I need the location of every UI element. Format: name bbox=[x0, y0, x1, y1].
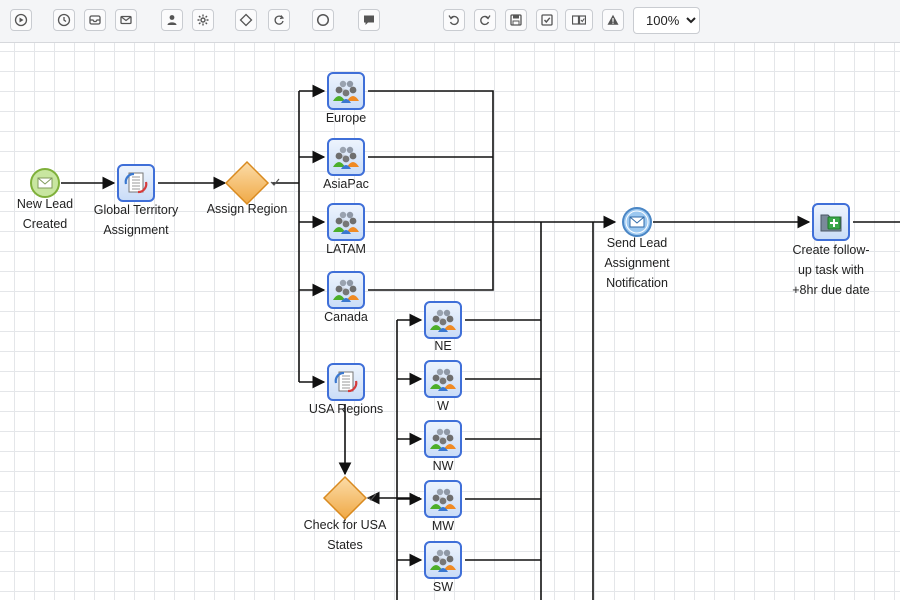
user-task-tool[interactable] bbox=[161, 9, 183, 31]
node-label: AsiaPac bbox=[323, 177, 369, 191]
toolbar bbox=[0, 0, 900, 43]
node-check-usa[interactable] bbox=[322, 475, 368, 521]
node-canada[interactable] bbox=[327, 271, 365, 309]
node-label: LATAM bbox=[326, 242, 366, 256]
envelope-icon bbox=[629, 216, 645, 228]
gateway-diamond-icon bbox=[322, 475, 368, 521]
save-button[interactable] bbox=[505, 9, 527, 31]
node-ne[interactable] bbox=[424, 301, 462, 339]
script-doc-icon bbox=[124, 172, 148, 194]
people-group-icon bbox=[333, 211, 359, 234]
gateway-tool[interactable] bbox=[235, 9, 257, 31]
connections bbox=[61, 84, 900, 600]
node-followup[interactable] bbox=[812, 203, 850, 241]
node-usa-regions[interactable] bbox=[327, 363, 365, 401]
node-label: +8hr due date bbox=[792, 283, 870, 297]
node-latam[interactable] bbox=[327, 203, 365, 241]
circle-icon bbox=[316, 13, 330, 27]
people-group-icon bbox=[430, 428, 456, 451]
node-assign-region[interactable] bbox=[224, 160, 270, 206]
script-doc-icon bbox=[334, 371, 358, 393]
people-group-icon bbox=[430, 549, 456, 572]
start-event-tool[interactable] bbox=[10, 9, 32, 31]
warnings-button[interactable] bbox=[602, 9, 624, 31]
save-icon bbox=[510, 14, 522, 26]
undo-icon bbox=[448, 15, 459, 26]
gear-icon bbox=[197, 14, 209, 26]
node-label: NW bbox=[433, 459, 454, 473]
clock-icon bbox=[57, 13, 71, 27]
inbox-event-tool[interactable] bbox=[84, 9, 106, 31]
node-label: W bbox=[437, 399, 449, 413]
envelope-icon bbox=[37, 177, 53, 189]
node-label: MW bbox=[432, 519, 454, 533]
node-label: USA Regions bbox=[309, 402, 383, 416]
envelope-icon bbox=[120, 15, 132, 25]
node-label: New Lead bbox=[17, 197, 73, 211]
node-label: States bbox=[327, 538, 362, 552]
check-square-icon bbox=[541, 14, 553, 26]
node-label: Assignment bbox=[103, 223, 169, 237]
people-group-icon bbox=[430, 368, 456, 391]
undo-button[interactable] bbox=[443, 9, 465, 31]
node-sw[interactable] bbox=[424, 541, 462, 579]
node-label: Assignment bbox=[604, 256, 670, 270]
people-group-icon bbox=[430, 488, 456, 511]
inbox-icon bbox=[89, 15, 101, 25]
node-label: Assign Region bbox=[207, 202, 288, 216]
node-label: NE bbox=[434, 339, 451, 353]
node-w[interactable] bbox=[424, 360, 462, 398]
people-group-icon bbox=[333, 146, 359, 169]
edge-europe-canada-merge[interactable] bbox=[368, 90, 494, 291]
node-nw[interactable] bbox=[424, 420, 462, 458]
node-label: Notification bbox=[606, 276, 668, 290]
message-event-tool[interactable] bbox=[115, 9, 137, 31]
people-group-icon bbox=[333, 80, 359, 103]
node-mw[interactable] bbox=[424, 480, 462, 518]
validate-button[interactable] bbox=[536, 9, 558, 31]
compare-icon bbox=[572, 15, 586, 25]
node-label: Create follow- bbox=[792, 243, 869, 257]
timer-event-tool[interactable] bbox=[53, 9, 75, 31]
node-label: up task with bbox=[798, 263, 864, 277]
node-label: Check for USA bbox=[304, 518, 387, 532]
node-label: Global Territory bbox=[94, 203, 179, 217]
redo-button[interactable] bbox=[474, 9, 496, 31]
node-label: Send Lead bbox=[607, 236, 668, 250]
node-europe[interactable] bbox=[327, 72, 365, 110]
redo-icon bbox=[480, 15, 491, 26]
node-label: Created bbox=[23, 217, 68, 231]
diamond-icon bbox=[239, 13, 253, 27]
default-flow-mark bbox=[367, 493, 377, 501]
gateway-diamond-icon bbox=[224, 160, 270, 206]
subprocess-tool[interactable] bbox=[268, 9, 290, 31]
service-task-tool[interactable] bbox=[192, 9, 214, 31]
warning-icon bbox=[607, 14, 619, 25]
annotation-tool[interactable] bbox=[358, 9, 380, 31]
play-circle-icon bbox=[14, 13, 28, 27]
zoom-select[interactable]: 50%75%100%125%150% bbox=[633, 7, 700, 34]
node-new-lead[interactable] bbox=[30, 168, 60, 198]
node-label: SW bbox=[433, 580, 453, 594]
nodes bbox=[30, 72, 850, 579]
default-flow-mark bbox=[270, 178, 280, 186]
user-icon bbox=[167, 15, 177, 25]
end-event-tool[interactable] bbox=[312, 9, 334, 31]
node-global-territory[interactable] bbox=[117, 164, 155, 202]
node-label: Europe bbox=[326, 111, 366, 125]
node-send-lead[interactable] bbox=[622, 207, 652, 237]
loop-icon bbox=[274, 15, 285, 25]
add-task-folder-icon bbox=[820, 214, 842, 232]
people-group-icon bbox=[333, 279, 359, 302]
node-label: Canada bbox=[324, 310, 368, 324]
node-asiapac[interactable] bbox=[327, 138, 365, 176]
comment-icon bbox=[364, 15, 374, 25]
compare-button[interactable] bbox=[565, 9, 593, 31]
people-group-icon bbox=[430, 309, 456, 332]
